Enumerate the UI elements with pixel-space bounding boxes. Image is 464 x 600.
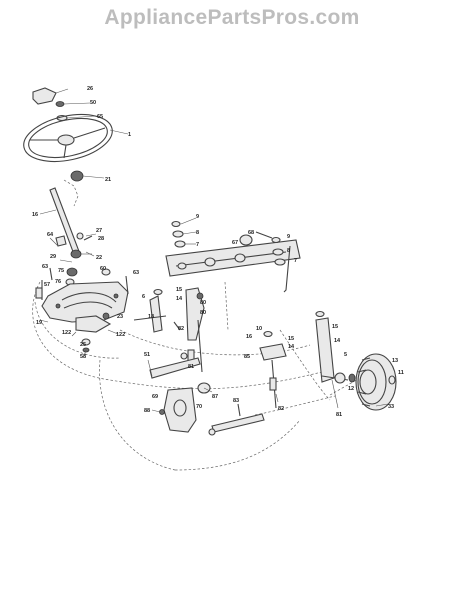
callout-60: 60 xyxy=(100,266,106,272)
callout-15-far: 15 xyxy=(332,324,338,330)
callout-68: 68 xyxy=(248,230,254,236)
part-pivot-bracket xyxy=(159,387,197,433)
callout-122-right: 122 xyxy=(116,332,125,338)
callout-1: 1 xyxy=(128,132,131,138)
part-lower-sector-hardware xyxy=(75,312,112,353)
callout-65: 65 xyxy=(97,114,103,120)
callout-85: 85 xyxy=(244,354,250,360)
callout-8-right: 8 xyxy=(287,248,290,254)
part-cap xyxy=(32,87,69,105)
callout-76: 76 xyxy=(55,279,61,285)
callout-69: 69 xyxy=(152,394,158,400)
callout-50: 50 xyxy=(90,100,96,106)
callout-23: 23 xyxy=(117,314,123,320)
callout-18: 18 xyxy=(148,314,154,320)
callout-14-left: 14 xyxy=(176,296,183,302)
part-gear xyxy=(65,267,111,286)
callout-10: 10 xyxy=(256,326,262,332)
callout-33: 33 xyxy=(388,404,394,410)
callout-87: 87 xyxy=(212,394,218,400)
callout-labels: 26 50 65 1 21 16 27 28 64 29 22 63 75 76… xyxy=(32,86,404,418)
part-bushing-cluster xyxy=(55,232,93,259)
callout-82-right: 82 xyxy=(278,406,284,412)
callout-9-right: 9 xyxy=(287,234,290,240)
callout-63-right: 63 xyxy=(133,270,139,276)
part-right-spindle-assembly xyxy=(259,330,287,409)
callout-75: 75 xyxy=(58,268,64,274)
callout-8-left: 8 xyxy=(196,230,199,236)
part-hub-hardware xyxy=(334,372,356,384)
assembly-guide-lines xyxy=(32,179,361,471)
callout-63-left: 63 xyxy=(42,264,48,270)
callout-57: 57 xyxy=(44,282,50,288)
callout-70: 70 xyxy=(196,404,202,410)
callout-6: 6 xyxy=(142,294,145,300)
callout-122-left: 122 xyxy=(62,330,71,336)
callout-83: 83 xyxy=(233,398,239,404)
callout-9-left: 9 xyxy=(196,214,199,220)
part-front-wheel xyxy=(355,353,397,411)
callout-29: 29 xyxy=(50,254,56,260)
callout-67: 67 xyxy=(232,240,238,246)
callout-15-left: 15 xyxy=(176,287,182,293)
callout-28: 28 xyxy=(98,236,104,242)
part-steering-shaft xyxy=(39,187,81,258)
part-drag-link-left xyxy=(133,288,167,333)
callout-64: 64 xyxy=(47,232,54,238)
part-steering-sector-plate xyxy=(41,281,129,323)
part-tie-rod xyxy=(149,352,201,379)
part-spindle xyxy=(315,310,349,383)
callout-14-far: 14 xyxy=(334,338,341,344)
callout-7-left: 7 xyxy=(196,242,199,248)
callout-80-top: 80 xyxy=(200,300,206,306)
callout-26: 26 xyxy=(87,86,93,92)
part-left-bolt xyxy=(35,280,43,300)
callout-80: 80 xyxy=(200,310,206,316)
part-center-spindle xyxy=(173,287,205,373)
callout-27: 27 xyxy=(96,228,102,234)
callout-16-right: 16 xyxy=(246,334,252,340)
part-front-axle xyxy=(165,239,301,293)
part-nut xyxy=(55,101,96,122)
watermark-text: AppliancePartsPros.com xyxy=(104,6,360,29)
callout-88: 88 xyxy=(144,408,150,414)
leader-lines xyxy=(39,233,389,413)
callout-16: 16 xyxy=(32,212,38,218)
callout-81-left: 81 xyxy=(188,364,194,370)
part-steering-wheel xyxy=(23,113,129,163)
callout-15-right: 15 xyxy=(288,336,294,342)
callout-5: 5 xyxy=(344,352,347,358)
callout-7-right: 7 xyxy=(294,258,297,264)
callout-19: 19 xyxy=(36,320,42,326)
callout-51: 51 xyxy=(144,352,150,358)
callout-12: 12 xyxy=(348,386,354,392)
callout-25: 25 xyxy=(80,342,86,348)
part-adapter xyxy=(70,170,105,182)
callout-14-right: 14 xyxy=(288,344,295,350)
callout-13: 13 xyxy=(392,358,398,364)
part-bolts-63 xyxy=(49,267,129,295)
part-axle-bolts-left xyxy=(171,217,197,248)
part-lower-link xyxy=(208,403,265,436)
callout-11: 11 xyxy=(398,370,404,376)
callout-22: 22 xyxy=(96,255,102,261)
part-axle-bolts-right xyxy=(239,231,286,266)
callout-81-right: 81 xyxy=(336,412,342,418)
callout-21: 21 xyxy=(105,177,111,183)
callout-82-left: 82 xyxy=(178,326,184,332)
callout-58: 58 xyxy=(80,354,86,360)
